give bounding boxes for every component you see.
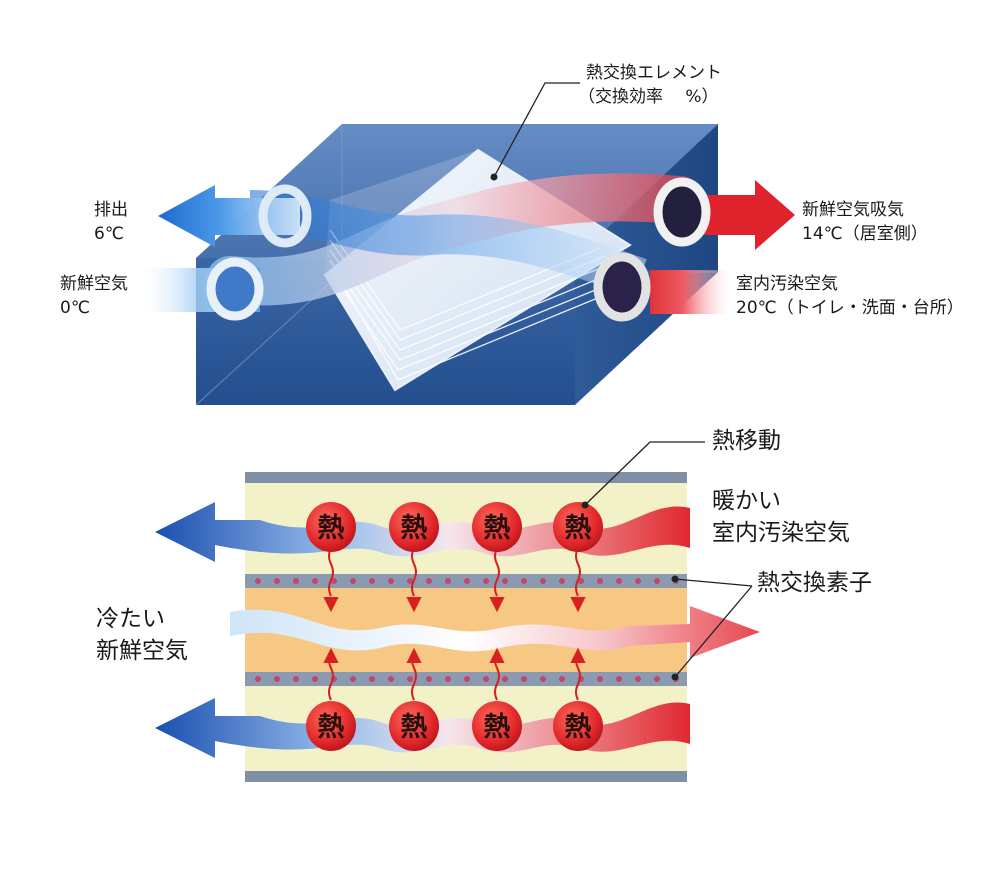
heat-move-label: 熱移動: [712, 428, 781, 454]
heat-ball: 熱: [553, 502, 603, 552]
element-title-label: 熱交換エレメント: [586, 63, 722, 83]
cold-air-label-line2: 新鮮空気: [96, 638, 188, 664]
exchange-plate-upper: [245, 574, 687, 588]
svg-text:熱: 熱: [318, 513, 345, 544]
element-label: 熱交換素子: [757, 570, 872, 596]
supply-arrow: [700, 180, 795, 250]
warm-air-label-line2: 室内汚染空気: [712, 520, 850, 546]
svg-text:熱: 熱: [401, 712, 428, 743]
element-leader-lower: [674, 585, 753, 678]
duct-ring-fresh: [206, 257, 264, 321]
indoor-air-temp: 20℃（トイレ・洗面・台所）: [736, 298, 964, 318]
exhaust-temp: 6℃: [94, 224, 124, 244]
warm-air-label-line1: 暖かい: [712, 488, 781, 514]
heat-move-leader: [584, 441, 705, 506]
supply-label: 新鮮空気吸気: [802, 200, 904, 220]
svg-text:熱: 熱: [484, 712, 511, 743]
heat-ball: 熱: [389, 502, 439, 552]
duct-ring-supply: [653, 177, 711, 247]
svg-text:熱: 熱: [318, 712, 345, 743]
duct-ring-exhaust: [258, 184, 312, 248]
svg-text:熱: 熱: [484, 513, 511, 544]
element-efficiency-label: （交換効率 %）: [578, 87, 719, 107]
heat-ball: 熱: [389, 701, 439, 751]
duct-ring-indoor: [593, 252, 651, 322]
top-plate: [245, 472, 687, 483]
fresh-air-label: 新鮮空気: [60, 274, 128, 294]
element-leader-upper: [674, 578, 753, 587]
exhaust-label: 排出: [94, 200, 128, 220]
svg-text:熱: 熱: [565, 712, 592, 743]
cold-air-label-line1: 冷たい: [96, 606, 165, 632]
heat-ball: 熱: [472, 701, 522, 751]
indoor-air-label: 室内汚染空気: [736, 274, 838, 294]
bottom-plate: [245, 771, 687, 782]
heat-transfer-arrows: [323, 547, 586, 701]
cold-stream-middle: [230, 606, 760, 658]
svg-text:熱: 熱: [565, 513, 592, 544]
supply-temp: 14℃（居室側）: [802, 224, 928, 244]
exchange-plate-lower: [245, 672, 687, 686]
fresh-air-temp: 0℃: [60, 298, 90, 318]
heat-ball: 熱: [553, 701, 603, 751]
heat-ball: 熱: [306, 502, 356, 552]
heat-ball: 熱: [306, 701, 356, 751]
indoor-air-arrow: [650, 270, 732, 314]
heat-ball: 熱: [472, 502, 522, 552]
element-leader-line: [493, 82, 580, 178]
svg-text:熱: 熱: [401, 513, 428, 544]
